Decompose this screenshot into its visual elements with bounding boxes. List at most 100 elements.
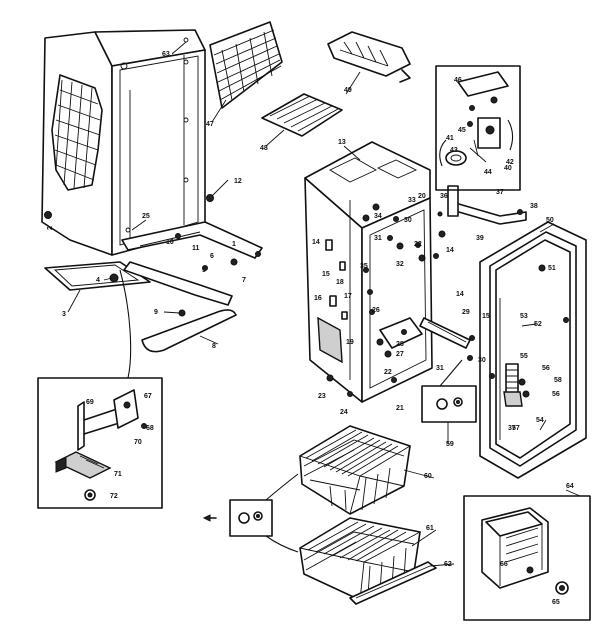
inset-64-box — [463, 495, 591, 621]
door-gasket-50 — [479, 221, 587, 479]
callout-35: 35 — [360, 263, 368, 270]
callout-30a: 30 — [404, 217, 412, 224]
callout-18: 18 — [336, 279, 344, 286]
callout-15a: 15 — [322, 271, 330, 278]
callout-52: 52 — [534, 321, 542, 328]
cabinet-liner-13 — [304, 141, 433, 403]
callout-26: 26 — [372, 307, 380, 314]
callout-38: 38 — [530, 203, 538, 210]
basket-hardware-inset — [202, 499, 273, 537]
callout-10: 10 — [166, 239, 174, 246]
callout-2: 2 — [47, 226, 54, 230]
callout-39: 39 — [476, 235, 484, 242]
leader-wire-basket-lower — [265, 535, 299, 553]
callout-31b: 31 — [436, 365, 444, 372]
lower-basket-61 — [298, 517, 422, 601]
callout-51: 51 — [548, 265, 556, 272]
callout-12: 12 — [234, 178, 242, 185]
callout-20: 20 — [418, 193, 426, 200]
callout-4: 4 — [96, 277, 100, 284]
callout-42: 42 — [506, 159, 514, 166]
callout-40: 40 — [504, 165, 512, 172]
callout-34: 34 — [374, 213, 382, 220]
callout-9: 9 — [154, 309, 158, 316]
callout-59: 59 — [446, 441, 454, 448]
callout-5: 5 — [202, 267, 206, 274]
callout-13: 13 — [338, 139, 346, 146]
callout-33: 33 — [408, 197, 416, 204]
callout-45: 45 — [458, 127, 466, 134]
callout-19: 19 — [346, 339, 354, 346]
callout-17: 17 — [344, 293, 352, 300]
inset-59-box — [421, 385, 477, 423]
upper-basket-60 — [298, 425, 412, 515]
control-inset-box — [435, 65, 521, 191]
callout-44: 44 — [484, 169, 492, 176]
leader-wire-left — [119, 269, 132, 379]
callout-23: 23 — [318, 393, 326, 400]
callout-22b: 22 — [384, 369, 392, 376]
defrost-parts-inset — [37, 377, 163, 509]
callout-58: 58 — [554, 377, 562, 384]
callout-67: 67 — [144, 393, 152, 400]
callout-57: 57 — [512, 425, 520, 432]
liner-fasteners — [325, 203, 446, 397]
callout-46: 46 — [454, 77, 462, 84]
leader-wire-basket-upper — [265, 473, 299, 501]
wire-shelf-48 — [261, 93, 343, 137]
callout-31a: 31 — [374, 235, 382, 242]
evaporator-shelf-47 — [209, 21, 283, 109]
callout-63: 63 — [162, 51, 170, 58]
callout-69: 69 — [86, 399, 94, 406]
callout-1: 1 — [232, 241, 236, 248]
leader-wire-59 — [439, 359, 463, 387]
callout-37a: 37 — [496, 189, 504, 196]
callout-50: 50 — [546, 217, 554, 224]
callout-3: 3 — [62, 311, 66, 318]
callout-41: 41 — [446, 135, 454, 142]
callout-68: 68 — [146, 425, 154, 432]
callout-labels: 1 2 3 4 5 6 7 8 9 10 11 12 13 14 14 14 1… — [47, 51, 574, 606]
callout-16: 16 — [314, 295, 322, 302]
rear-screws — [44, 194, 261, 317]
callout-30b: 30 — [478, 357, 486, 364]
leader-lines — [67, 41, 581, 567]
rear-cabinet-shell — [41, 29, 206, 256]
callout-8: 8 — [212, 343, 216, 350]
callout-27: 27 — [396, 351, 404, 358]
callout-21: 21 — [396, 405, 404, 412]
callout-54: 54 — [536, 417, 544, 424]
condenser-coil — [51, 74, 103, 191]
callout-25: 25 — [142, 213, 150, 220]
callout-71: 71 — [114, 471, 122, 478]
callout-28: 28 — [396, 341, 404, 348]
callout-15b: 15 — [482, 313, 490, 320]
callout-56b: 56 — [552, 391, 560, 398]
kick-plate — [141, 309, 237, 353]
door-latch-55 — [503, 363, 523, 407]
callout-11: 11 — [192, 245, 200, 252]
callout-66: 66 — [500, 561, 508, 568]
callout-6: 6 — [210, 253, 214, 260]
callout-64: 64 — [566, 483, 574, 490]
callout-36: 36 — [440, 193, 448, 200]
callout-37b: 37 — [508, 425, 516, 432]
callout-65: 65 — [552, 599, 560, 606]
hinge-bracket-29 — [419, 317, 475, 361]
callout-56a: 56 — [542, 365, 550, 372]
callout-7: 7 — [242, 277, 246, 284]
callout-14a: 14 — [312, 239, 320, 246]
callout-29: 29 — [462, 309, 470, 316]
callout-47: 47 — [206, 121, 214, 128]
callout-14b: 14 — [446, 247, 454, 254]
hinge-brace-37 — [437, 185, 527, 225]
callout-72: 72 — [110, 493, 118, 500]
callout-22a: 22 — [414, 241, 422, 248]
door-fasteners — [489, 264, 569, 398]
ice-tray-49 — [327, 31, 411, 83]
callout-32: 32 — [396, 261, 404, 268]
callout-43: 43 — [450, 147, 458, 154]
callout-14c: 14 — [456, 291, 464, 298]
basket-glide-62 — [349, 561, 437, 605]
